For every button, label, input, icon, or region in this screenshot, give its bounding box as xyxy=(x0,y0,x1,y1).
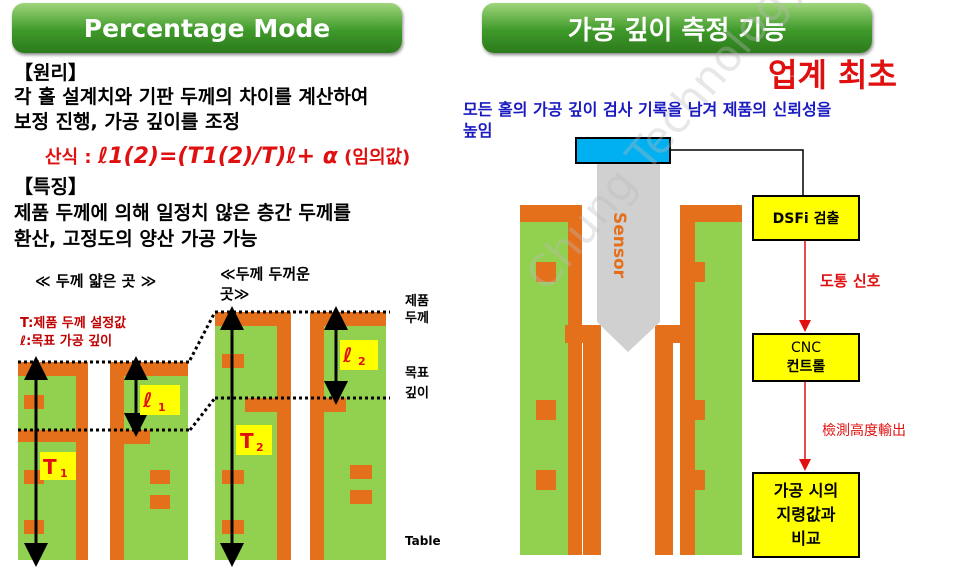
principle-line: 각 홀 설계치와 기판 두께의 차이를 계산하여 xyxy=(14,86,369,108)
left-title: Percentage Mode xyxy=(83,13,331,43)
formula: 산식 : ℓ1(2)=(T1(2)/T)ℓ+ α (임의값) xyxy=(45,144,411,169)
dimension-arrows xyxy=(24,306,348,567)
sensor-probe xyxy=(597,163,660,352)
industry-first-badge: 업계 최초 xyxy=(768,56,897,94)
description-line: 높임 xyxy=(463,121,493,140)
percentage-mode-banner: Percentage Mode xyxy=(12,3,402,53)
principle-heading: 【원리】 xyxy=(14,62,87,84)
product-thickness-label: 두께 xyxy=(405,311,429,326)
conduction-signal-label: 도통 신호 xyxy=(820,272,881,290)
sensor-label: Sensor xyxy=(609,212,629,279)
svg-text:T: T xyxy=(240,429,254,453)
svg-text:2: 2 xyxy=(358,355,366,368)
target-depth-label: 목표 xyxy=(405,366,429,381)
legend-l: ℓ:목표 가공 깊이 xyxy=(20,334,113,349)
principle-line: 보정 진행, 가공 깊이를 조정 xyxy=(14,111,240,133)
svg-text:2: 2 xyxy=(256,441,264,454)
legend-T: T:제품 두께 설정값 xyxy=(20,316,127,331)
thin-area-diagram xyxy=(18,311,217,560)
svg-text:ℓ: ℓ xyxy=(342,343,352,367)
dsfi-detect-box: DSFi 검출 xyxy=(752,195,860,241)
hole-measure-diagram: Sensor xyxy=(520,137,742,555)
feature-heading: 【특징】 xyxy=(14,176,87,198)
target-depth-label: 깊이 xyxy=(405,386,429,401)
feature-line: 환산, 고정도의 양산 가공 가능 xyxy=(14,228,258,250)
description-line: 모든 홀의 가공 깊이 검사 기록을 남겨 제품의 신뢰성을 xyxy=(463,100,832,119)
thick-area-label: 곳≫ xyxy=(220,285,250,303)
flow-lines xyxy=(670,149,811,471)
thick-area-label: ≪두께 두꺼운 xyxy=(220,265,310,283)
svg-text:1: 1 xyxy=(60,467,68,480)
thin-area-label: ≪ 두께 얇은 곳 ≫ xyxy=(35,272,157,290)
right-title: 가공 깊이 측정 기능 xyxy=(567,15,787,46)
height-output-label: 檢測高度輸出 xyxy=(822,423,906,439)
svg-text:T: T xyxy=(43,455,57,479)
table-label: Table xyxy=(405,534,441,548)
product-thickness-label: 제품 xyxy=(405,294,429,309)
feature-line: 제품 두께에 의해 일정치 않은 층간 두께를 xyxy=(14,202,351,224)
svg-text:1: 1 xyxy=(158,401,166,414)
svg-text:ℓ: ℓ xyxy=(142,388,152,412)
depth-measure-banner: 가공 깊이 측정 기능 xyxy=(482,3,872,53)
